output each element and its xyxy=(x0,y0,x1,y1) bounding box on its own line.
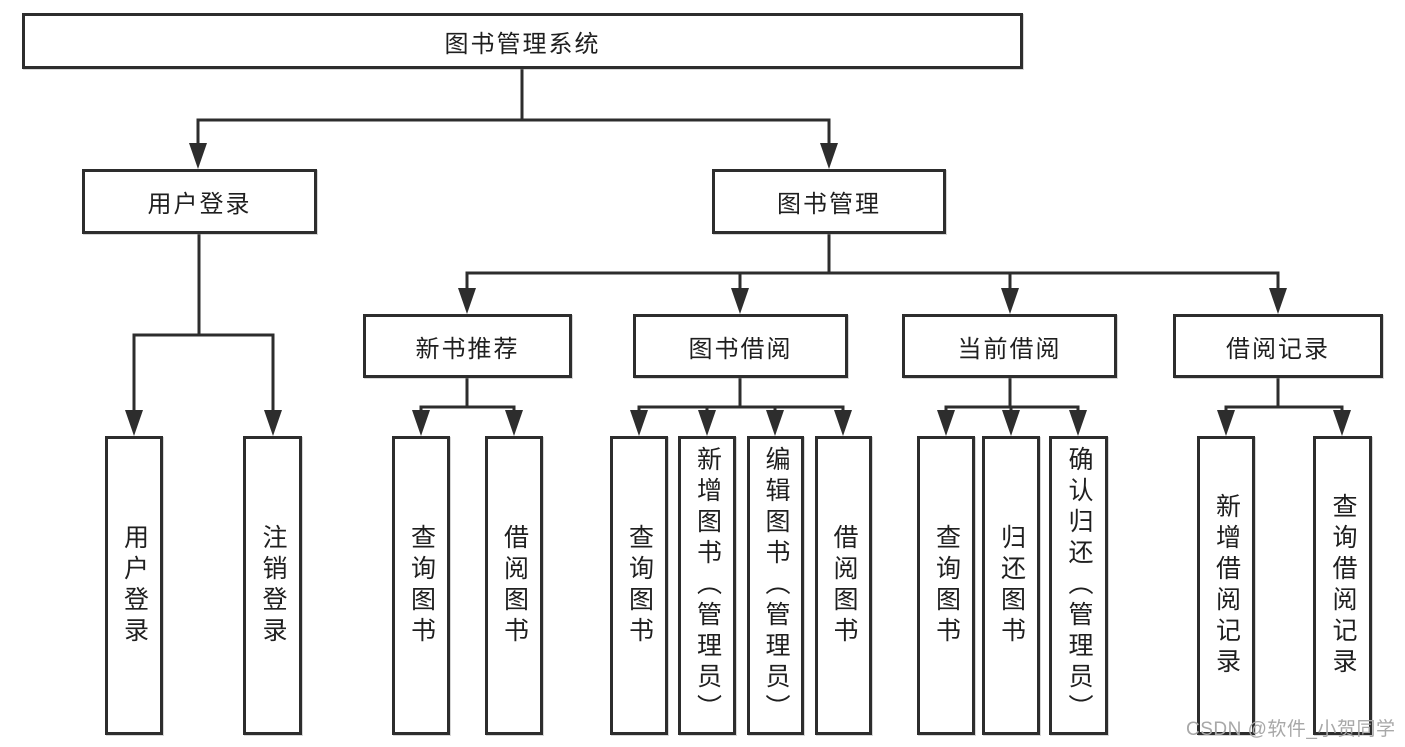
node-label: 查询图书 xyxy=(407,523,436,648)
arrowhead xyxy=(1269,288,1287,314)
node-label: 图书借阅 xyxy=(688,335,793,363)
arrowhead xyxy=(125,410,143,436)
node-label: 新增图书（管理员） xyxy=(693,446,722,725)
node-label: 新书推荐 xyxy=(415,335,520,363)
node-label: 编辑图书（管理员） xyxy=(762,446,790,725)
arrowhead xyxy=(937,410,955,436)
arrowheads xyxy=(125,143,1351,436)
arrowhead xyxy=(766,410,784,436)
connector-userlogin-to-leaves xyxy=(132,232,275,416)
leaf-logout: 注销登录 xyxy=(243,436,302,735)
node-label: 新增借阅记录 xyxy=(1212,492,1241,679)
connector-borrowrecord-to-leaves xyxy=(1224,376,1344,416)
leaf-add-borrowing-record: 新增借阅记录 xyxy=(1197,436,1255,735)
connector-newbookrec-to-leaves xyxy=(419,376,516,416)
node-user-login: 用户登录 xyxy=(82,169,317,234)
node-label: 图书管理 xyxy=(777,191,881,218)
leaf-borrow-books-recommendation: 借阅图书 xyxy=(485,436,543,735)
leaf-return-books: 归还图书 xyxy=(982,436,1040,735)
node-book-borrowing: 图书借阅 xyxy=(633,314,848,378)
node-label: 用户登录 xyxy=(147,191,252,218)
connector-paths xyxy=(132,67,1344,416)
arrowhead xyxy=(1333,410,1351,436)
connector-currentborrow-to-leaves xyxy=(944,376,1080,416)
node-label: 注销登录 xyxy=(259,523,287,648)
leaf-edit-books-admin: 编辑图书（管理员） xyxy=(747,436,804,735)
connector-bookborrow-to-leaves xyxy=(637,376,845,416)
leaf-user-login: 用户登录 xyxy=(105,436,163,735)
arrowhead xyxy=(1001,288,1019,314)
arrowhead xyxy=(698,410,716,436)
leaf-confirm-return-admin: 确认归还（管理员） xyxy=(1049,436,1108,735)
arrowhead xyxy=(264,410,282,436)
csdn-watermark: CSDN @软件_小贺同学 xyxy=(1186,719,1396,740)
node-label: 图书管理系统 xyxy=(444,30,601,58)
arrowhead xyxy=(412,410,430,436)
arrowhead xyxy=(834,410,852,436)
node-book-management: 图书管理 xyxy=(712,169,946,234)
node-label: 借阅图书 xyxy=(500,523,529,648)
node-label: 查询图书 xyxy=(932,523,961,648)
node-label: 用户登录 xyxy=(120,523,149,648)
connector-bookmgmt-to-level3 xyxy=(465,232,1280,293)
arrowhead xyxy=(189,143,207,169)
arrowhead xyxy=(458,288,476,314)
arrowhead xyxy=(1069,410,1087,436)
arrowhead xyxy=(820,143,838,169)
node-label: 当前借阅 xyxy=(957,335,1062,363)
arrowhead xyxy=(1217,410,1235,436)
node-label: 查询图书 xyxy=(625,523,654,648)
leaf-query-books-recommendation: 查询图书 xyxy=(392,436,450,735)
node-label: 借阅记录 xyxy=(1226,335,1330,363)
arrowhead xyxy=(505,410,523,436)
leaf-add-books-admin: 新增图书（管理员） xyxy=(678,436,736,735)
node-label: 归还图书 xyxy=(997,523,1026,648)
leaf-borrow-books: 借阅图书 xyxy=(815,436,872,735)
arrowhead xyxy=(731,288,749,314)
leaf-query-books-borrowing: 查询图书 xyxy=(610,436,668,735)
node-library-management-system: 图书管理系统 xyxy=(22,13,1023,69)
arrowhead xyxy=(630,410,648,436)
leaf-query-borrowing-record: 查询借阅记录 xyxy=(1313,436,1372,735)
node-new-book-recommendation: 新书推荐 xyxy=(363,314,572,378)
node-label: 借阅图书 xyxy=(830,523,858,648)
arrowhead xyxy=(1002,410,1020,436)
leaf-query-books-current: 查询图书 xyxy=(917,436,975,735)
node-current-borrowing: 当前借阅 xyxy=(902,314,1117,378)
connector-root-to-level2 xyxy=(196,67,831,149)
node-borrowing-records: 借阅记录 xyxy=(1173,314,1383,378)
node-label: 确认归还（管理员） xyxy=(1065,446,1093,725)
node-label: 查询借阅记录 xyxy=(1329,492,1357,679)
